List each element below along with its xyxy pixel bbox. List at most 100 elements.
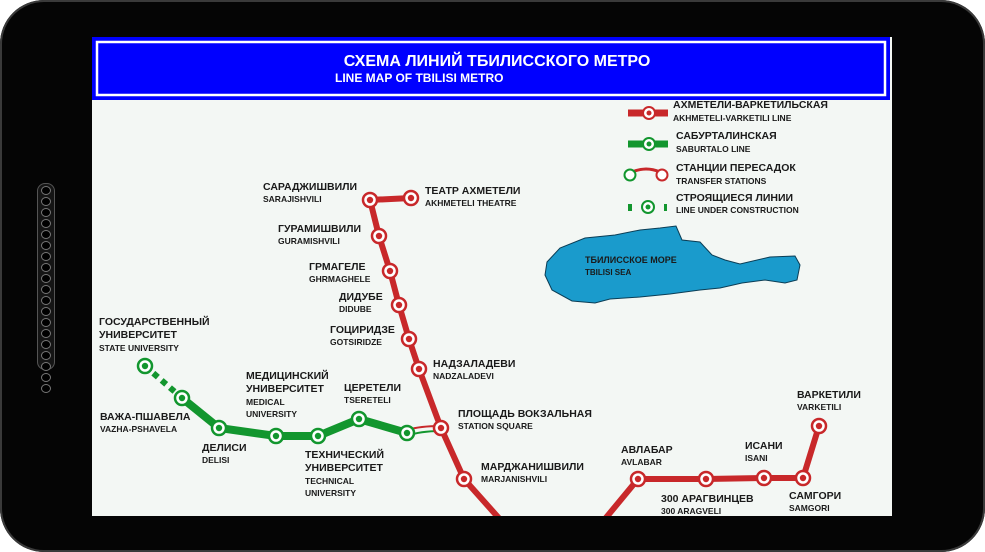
station-label: ТЕАТР АХМЕТЕЛИ	[425, 185, 520, 197]
speaker-hole	[41, 219, 51, 228]
legend-green-dot	[646, 141, 652, 147]
station-label: ГОСУДАРСТВЕННЫЙ	[99, 315, 210, 328]
legend-red-dot	[646, 110, 652, 116]
speaker-hole	[41, 373, 51, 382]
legend: АХМЕТЕЛИ-ВАРКЕТИЛЬСКАЯ AKHMETELI-VARKETI…	[623, 99, 828, 215]
station-label: УНИВЕРСИТЕТ	[246, 383, 325, 395]
station-dot	[215, 424, 223, 432]
station-label: ГОЦИРИДЗЕ	[330, 324, 395, 336]
station-label: SAMGORI	[789, 503, 830, 513]
speaker-hole	[41, 197, 51, 206]
station-label: UNIVERSITY	[305, 488, 356, 498]
legend-label: SABURTALO LINE	[676, 144, 751, 154]
speaker-hole	[41, 307, 51, 316]
station-label: ДЕЛИСИ	[202, 442, 247, 454]
station-label: МАРДЖАНИШВИЛИ	[481, 461, 584, 473]
speaker-hole	[41, 384, 51, 393]
station-label: DELISI	[202, 455, 229, 465]
station-label: ГРМАГЕЛЕ	[309, 261, 365, 273]
station-label: STATION SQUARE	[458, 421, 533, 431]
legend-construction-dot	[645, 204, 651, 210]
speaker-hole	[41, 318, 51, 327]
legend-transfer-swatch	[631, 167, 661, 174]
station-dot	[355, 415, 363, 423]
station-label: ИСАНИ	[745, 440, 783, 452]
red-line	[366, 195, 501, 516]
station-label: AKHMETELI THEATRE	[425, 198, 517, 208]
station-label: ВАЖА-ПШАВЕЛА	[100, 411, 191, 423]
station-label: STATE UNIVERSITY	[99, 343, 179, 353]
legend-label: САБУРТАЛИНСКАЯ	[676, 130, 777, 142]
speaker-hole	[41, 208, 51, 217]
tbilisi-sea	[544, 225, 801, 304]
station-dot	[702, 475, 710, 483]
station-dot	[405, 335, 413, 343]
station-dot	[634, 475, 642, 483]
station-label: DIDUBE	[339, 304, 372, 314]
sea-label-ru: ТБИЛИССКОЕ МОРЕ	[585, 255, 677, 265]
header-banner	[92, 37, 890, 100]
station-label: УНИВЕРСИТЕТ	[305, 462, 384, 474]
speaker-hole	[41, 329, 51, 338]
speaker-hole	[41, 263, 51, 272]
station-label: MEDICAL	[246, 397, 285, 407]
red-line-east	[603, 425, 822, 516]
station-label: 300 АРАГВИНЦЕВ	[661, 493, 754, 505]
legend-label: АХМЕТЕЛИ-ВАРКЕТИЛЬСКАЯ	[673, 99, 828, 111]
station-label: VAZHA-PSHAVELA	[100, 424, 177, 434]
station-label: SARAJISHVILI	[263, 194, 322, 204]
speaker-hole	[41, 340, 51, 349]
station-label: ТЕХНИЧЕСКИЙ	[305, 448, 384, 461]
legend-label: AKHMETELI-VARKETILI LINE	[673, 113, 792, 123]
legend-construction-dash	[664, 204, 667, 211]
station-label: MARJANISHVILI	[481, 474, 547, 484]
station-label: ПЛОЩАДЬ ВОКЗАЛЬНАЯ	[458, 408, 592, 420]
speaker-hole	[41, 351, 51, 360]
station-dot	[815, 422, 823, 430]
legend-transfer-icon-red	[655, 168, 669, 182]
station-label: AVLABAR	[621, 457, 662, 467]
station-label: САМГОРИ	[789, 490, 841, 502]
speaker-grille	[37, 183, 55, 393]
station-dot	[386, 267, 394, 275]
map-subtitle: LINE MAP OF TBILISI METRO	[335, 71, 503, 85]
station-dot	[760, 474, 768, 482]
speaker-hole	[41, 230, 51, 239]
speaker-hole	[41, 296, 51, 305]
speaker-hole	[41, 285, 51, 294]
station-dot	[375, 232, 383, 240]
station-dot	[272, 432, 280, 440]
station-dot	[141, 362, 149, 370]
station-label: МЕДИЦИНСКИЙ	[246, 369, 329, 382]
station-label: ISANI	[745, 453, 768, 463]
station-dot	[415, 365, 423, 373]
legend-label: LINE UNDER CONSTRUCTION	[676, 205, 799, 215]
station-dot	[395, 301, 403, 309]
station-label: TSERETELI	[344, 395, 391, 405]
station-label: АВЛАБАР	[621, 444, 673, 456]
station-label: ДИДУБЕ	[339, 291, 383, 303]
station-label: GURAMISHVILI	[278, 236, 340, 246]
speaker-hole	[41, 186, 51, 195]
speaker-hole	[41, 362, 51, 371]
station-label: 300 ARAGVELI	[661, 506, 721, 516]
speaker-hole	[41, 252, 51, 261]
legend-construction-dash	[628, 204, 632, 211]
legend-label: СТРОЯЩИЕСЯ ЛИНИИ	[676, 192, 793, 204]
station-label: VARKETILI	[797, 402, 841, 412]
station-label: НАДЗАЛАДЕВИ	[433, 358, 515, 370]
station-dot	[437, 424, 445, 432]
station-label: ВАРКЕТИЛИ	[797, 389, 861, 401]
station-dot	[799, 474, 807, 482]
station-label: TECHNICAL	[305, 476, 354, 486]
header-border	[95, 40, 887, 97]
station-dot	[407, 194, 415, 202]
station-label: GHRMAGHELE	[309, 274, 371, 284]
station-label: САРАДЖИШВИЛИ	[263, 181, 357, 193]
station-label: ЦЕРЕТЕЛИ	[344, 382, 401, 394]
station-dot	[460, 475, 468, 483]
station-label: NADZALADEVI	[433, 371, 494, 381]
speaker-hole	[41, 241, 51, 250]
legend-label: СТАНЦИИ ПЕРЕСАДОК	[676, 162, 796, 174]
